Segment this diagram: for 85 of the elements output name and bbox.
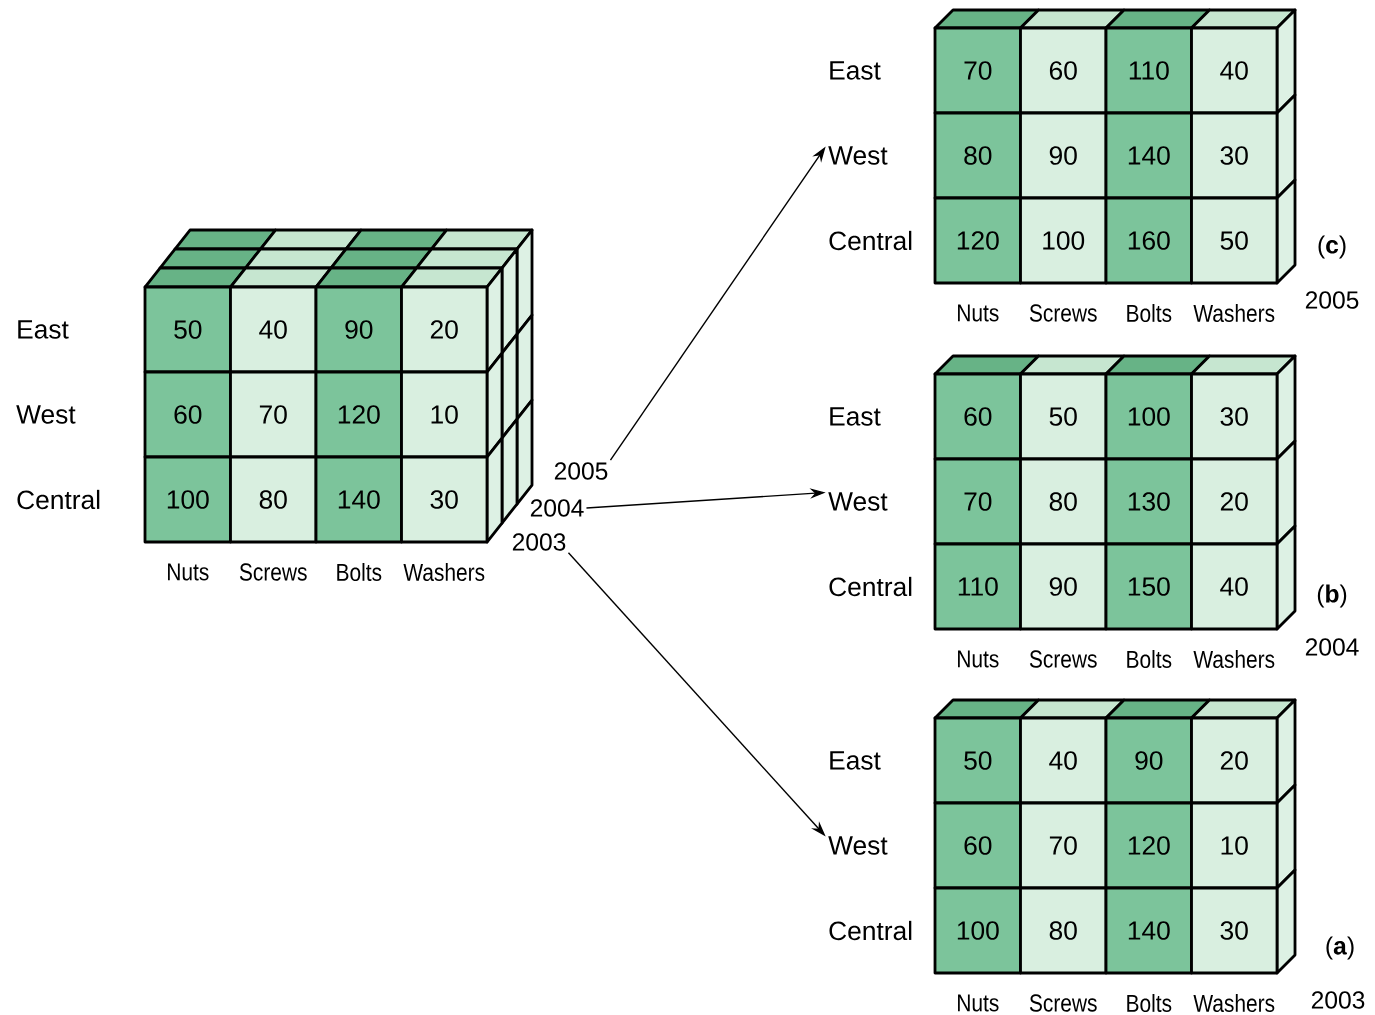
cell-value: 50	[964, 751, 992, 770]
column-label: Screws	[1029, 650, 1097, 668]
column-label: Nuts	[958, 994, 999, 1012]
cell-value: 110	[1129, 61, 1169, 80]
row-label: East	[18, 320, 69, 339]
cell-value: 70	[1049, 836, 1077, 855]
column-label: Screws	[1029, 994, 1097, 1012]
column-label: Screws	[1029, 304, 1097, 322]
cell-value: 90	[1049, 146, 1077, 165]
cell-value: 20	[430, 320, 458, 339]
cell-value: 80	[259, 490, 287, 509]
cell-value: 60	[964, 836, 992, 855]
year-label: 2004	[530, 499, 584, 517]
column-label: Washers	[1193, 303, 1275, 323]
cell-value: 120	[1128, 836, 1170, 855]
cell-value: 60	[1049, 61, 1077, 80]
cell-value: 120	[957, 231, 999, 250]
cell-value: 100	[1128, 407, 1170, 426]
year-label: 2005	[554, 462, 608, 480]
cell-value: 90	[1135, 751, 1163, 770]
row-label: East	[830, 61, 881, 80]
cell-value: 140	[1128, 921, 1170, 940]
row-label: East	[830, 407, 881, 426]
cell-value: 50	[1049, 407, 1077, 426]
cell-value: 100	[167, 490, 209, 509]
caption-letter: (c)	[1318, 235, 1346, 259]
cell-value: 70	[259, 405, 287, 424]
cell-value: 30	[1220, 146, 1248, 165]
row-label: Central	[17, 489, 100, 510]
cell-value: 90	[345, 320, 373, 339]
year-label: 2005	[1305, 291, 1359, 309]
cell-value: 20	[1220, 492, 1248, 511]
cell-value: 50	[1220, 231, 1248, 250]
cell-value: 80	[964, 146, 992, 165]
cell-value: 140	[338, 490, 380, 509]
cell-value: 30	[1220, 407, 1248, 426]
year-label: 2004	[1305, 638, 1359, 656]
row-label: West	[828, 836, 888, 855]
column-label: Washers	[1193, 994, 1275, 1013]
column-label: Screws	[239, 563, 307, 581]
cell-value: 150	[1128, 577, 1170, 596]
cell-value: 130	[1128, 492, 1170, 511]
year-label: 2003	[512, 533, 566, 551]
cell-value: 80	[1049, 492, 1077, 511]
caption-letter: (b)	[1317, 584, 1347, 608]
cell-value: 50	[174, 320, 202, 339]
column-label: Nuts	[958, 304, 999, 322]
cell-value: 40	[1220, 577, 1248, 596]
cell-value: 110	[958, 577, 998, 596]
cell-value: 30	[430, 490, 458, 509]
cell-value: 40	[1220, 61, 1248, 80]
cell-value: 20	[1220, 751, 1248, 770]
cell-value: 140	[1128, 146, 1170, 165]
row-label: East	[830, 751, 881, 770]
cell-value: 60	[174, 405, 202, 424]
cell-value: 160	[1128, 231, 1170, 250]
cell-value: 90	[1049, 577, 1077, 596]
cell-value: 40	[259, 320, 287, 339]
cell-value: 120	[338, 405, 380, 424]
cell-value: 100	[957, 921, 999, 940]
column-label: Bolts	[1127, 994, 1172, 1013]
year-label: 2003	[1311, 991, 1365, 1009]
row-label: West	[828, 146, 888, 165]
cell-value: 60	[964, 407, 992, 426]
cell-value: 10	[431, 405, 458, 424]
cell-value: 100	[1043, 231, 1085, 250]
column-label: Washers	[403, 562, 485, 582]
cell-value: 70	[964, 61, 992, 80]
row-label: West	[828, 492, 888, 511]
row-label: Central	[829, 920, 912, 941]
column-label: Bolts	[337, 562, 382, 582]
row-label: Central	[829, 230, 912, 251]
cell-value: 80	[1049, 921, 1077, 940]
column-label: Bolts	[1127, 303, 1172, 323]
row-label: West	[16, 405, 76, 424]
row-label: Central	[829, 576, 912, 597]
cell-value: 40	[1049, 751, 1077, 770]
cell-value: 30	[1220, 921, 1248, 940]
column-label: Nuts	[168, 563, 209, 581]
column-label: Nuts	[958, 650, 999, 668]
cell-value: 70	[964, 492, 992, 511]
column-label: Bolts	[1127, 649, 1172, 669]
cell-value: 10	[1221, 836, 1248, 855]
caption-letter: (a)	[1326, 936, 1354, 960]
column-label: Washers	[1193, 649, 1275, 669]
